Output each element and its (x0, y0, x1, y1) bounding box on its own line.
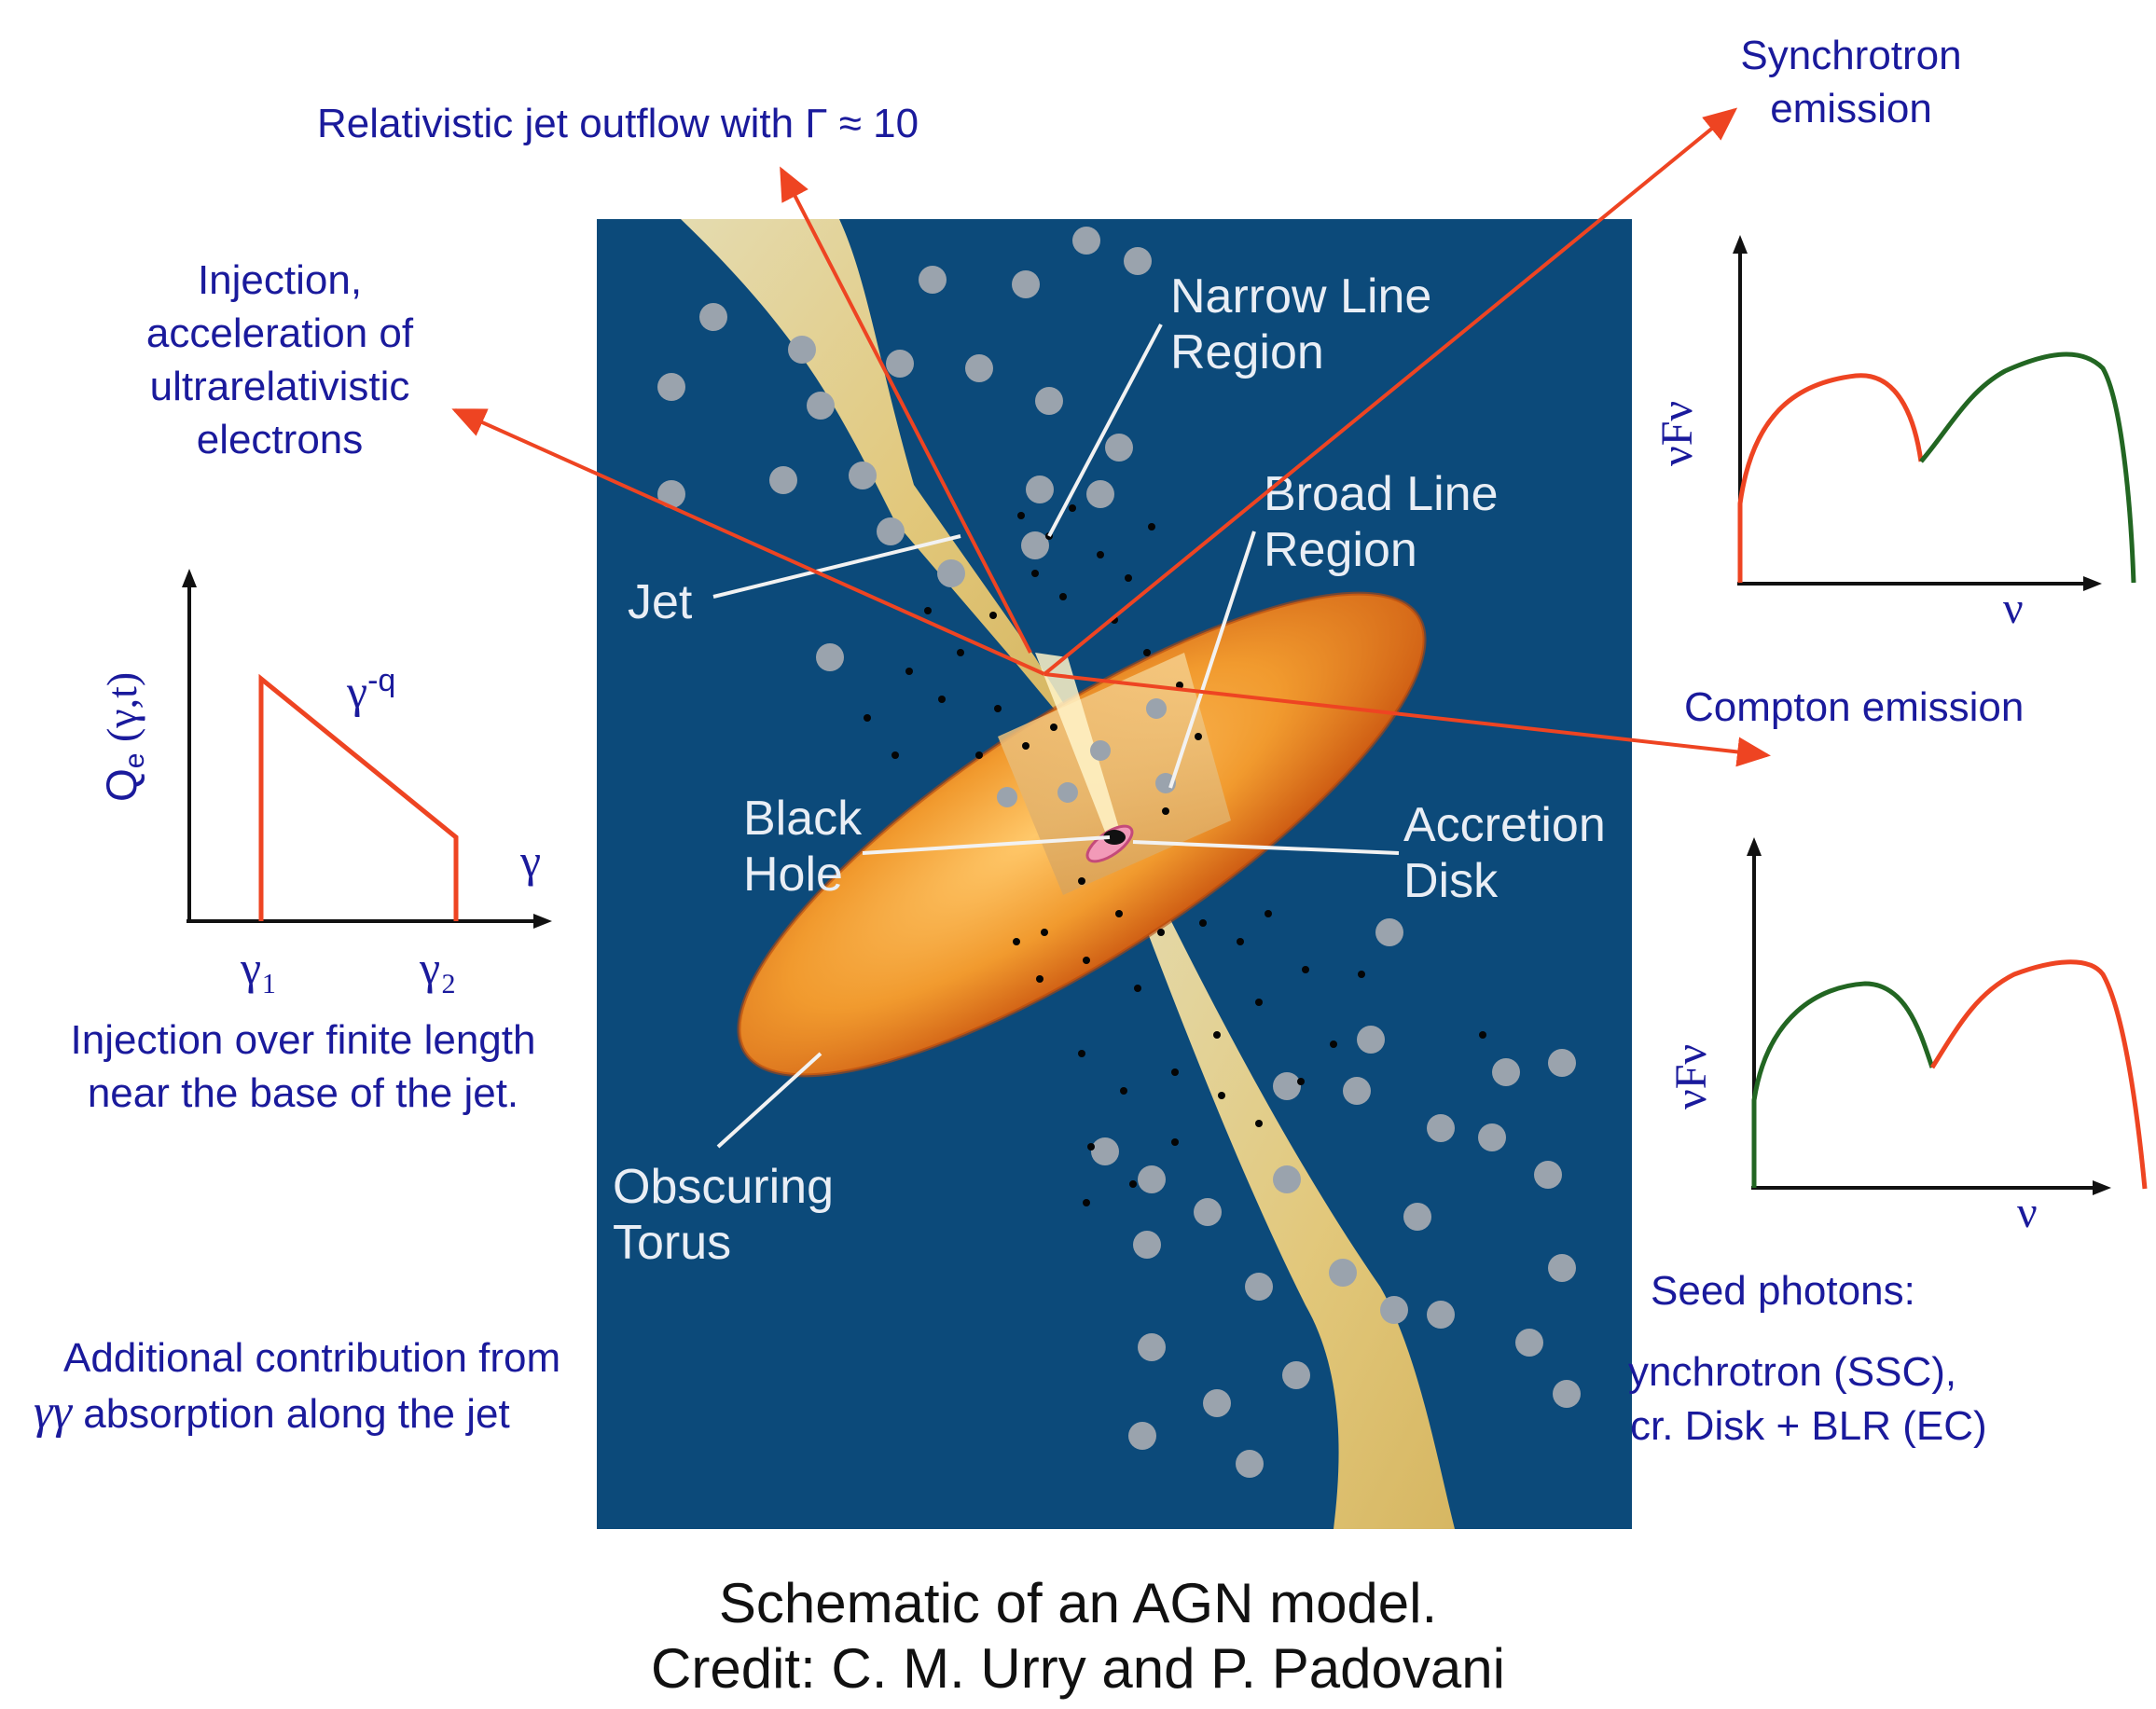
injection-slope-label: γ-q (347, 655, 395, 719)
sed-top-ylabel: νFν (1651, 401, 1704, 466)
broad-line-label-2: Region (1264, 523, 1417, 577)
caption-line-2: Credit: C. M. Urry and P. Padovani (651, 1637, 1505, 1700)
injection-label: Injection, acceleration of ultrarelativi… (93, 254, 466, 466)
synchrotron-line-1: Synchrotron (1740, 33, 1962, 78)
seed-photons-ssc: ynchrotron (SSC), (1628, 1349, 1957, 1395)
sed-top-sync-hump (1737, 373, 1924, 583)
gamma-gamma-symbol: γγ (34, 1385, 72, 1439)
seed-photons-ec: cr. Disk + BLR (EC) (1630, 1403, 1987, 1449)
torus-label-2: Torus (613, 1216, 731, 1270)
sed-bottom-ylabel: νFν (1665, 1044, 1718, 1109)
accretion-disk-label-1: Accretion (1403, 798, 1606, 852)
injection-finite-label: Injection over finite length near the ba… (28, 1013, 578, 1120)
injection-line-2: acceleration of (145, 310, 414, 356)
additional-contribution-line-2: γγ absorption along the jet (34, 1385, 510, 1440)
injection-curve (258, 673, 459, 921)
injection-xlabel: γ (520, 834, 542, 887)
arrow-synchrotron (1043, 107, 1738, 676)
sed-plot-top (1733, 235, 2136, 591)
synchrotron-label: Synchrotron emission (1711, 29, 1991, 135)
broad-line-clouds (997, 534, 1176, 807)
arrow-jet-outflow (780, 166, 1032, 654)
injection-finite-line-2: near the base of the jet. (87, 1070, 519, 1116)
leader-jet (712, 534, 961, 599)
sed-plot-bottom (1747, 837, 2148, 1195)
upper-jet (681, 219, 1072, 720)
figure-caption: Schematic of an AGN model. Credit: C. M.… (0, 1571, 2156, 1702)
leader-narrow (1047, 324, 1163, 537)
broad-line-label-1: Broad Line (1264, 467, 1499, 521)
arrow-injection (451, 408, 1045, 676)
seed-photons-title: Seed photons: (1651, 1268, 1915, 1314)
leader-torus (716, 1052, 822, 1149)
additional-text: absorption along the jet (83, 1391, 510, 1437)
gamma1-tick: γ₁ (241, 942, 278, 994)
black-hole-label-1: Black (743, 792, 863, 846)
synchrotron-line-2: emission (1770, 86, 1932, 131)
black-hole-shape (1103, 830, 1126, 845)
caption-line-1: Schematic of an AGN model. (718, 1572, 1438, 1634)
sed-bottom-ylabel-text: νFν (1666, 1043, 1716, 1109)
narrow-line-clouds (657, 227, 1581, 1478)
black-hole-label-2: Hole (743, 848, 843, 902)
torus-label-1: Obscuring (613, 1160, 834, 1214)
sed-bottom-sync-hump (1751, 981, 1935, 1188)
torus-cutaway (998, 653, 1231, 895)
injection-line-4: electrons (196, 417, 364, 462)
leader-broad (1168, 531, 1256, 789)
injection-line-1: Injection, (197, 257, 363, 303)
sed-bottom-compton-hump (1929, 959, 2148, 1190)
additional-contribution-line-1: Additional contribution from (63, 1335, 561, 1381)
sed-top-xlabel: ν (2003, 584, 2024, 633)
jet-label: Jet (628, 575, 693, 629)
arrow-compton (1043, 672, 1771, 767)
leader-black-hole (862, 835, 1111, 855)
accretion-disk-label-2: Disk (1403, 854, 1499, 908)
slope-exponent: -q (367, 663, 396, 698)
slope-gamma: γ (347, 665, 368, 718)
compton-label: Compton emission (1684, 684, 2025, 730)
injection-finite-line-1: Injection over finite length (70, 1017, 536, 1063)
sed-top-compton-hump (1919, 351, 2136, 584)
gamma2-tick: γ₂ (420, 942, 457, 994)
narrow-line-label-1: Narrow Line (1170, 269, 1431, 324)
injection-line-3: ultrarelativistic (149, 364, 410, 409)
jet-outflow-label: Relativistic jet outflow with Γ ≈ 10 (317, 101, 919, 146)
sed-bottom-xlabel: ν (2017, 1188, 2038, 1237)
sed-top-ylabel-text: νFν (1652, 400, 1702, 466)
narrow-line-label-2: Region (1170, 325, 1324, 379)
leader-accretion (1132, 840, 1400, 855)
